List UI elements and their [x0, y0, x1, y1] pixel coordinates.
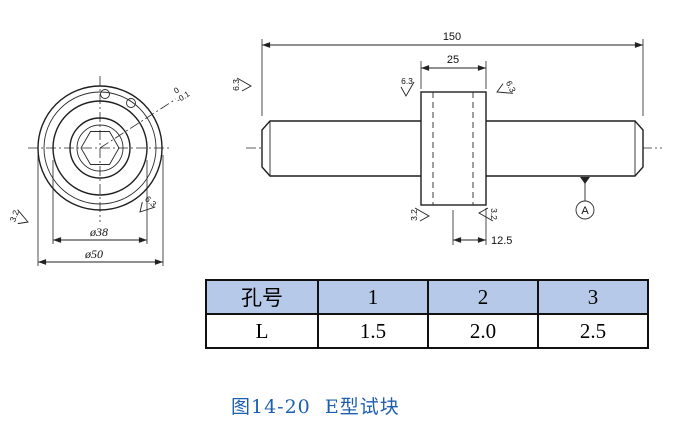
roughness-3-2-collar-right: 3.2	[478, 207, 499, 222]
datum-circle	[575, 200, 595, 220]
header-hole-number: 孔号	[205, 279, 319, 315]
datum-triangle	[580, 177, 590, 184]
table-header-row: 孔号 1 2 3	[205, 279, 649, 315]
header-col-2: 2	[427, 279, 539, 315]
value-L-2: 2.0	[427, 313, 539, 349]
dimension-150: 150	[261, 31, 644, 116]
roughness-6-3-shaft-left: 6.3	[231, 77, 252, 92]
collar	[420, 91, 487, 206]
dimension-12-5: 12.5	[452, 208, 512, 247]
roughness-value: 3.2	[409, 209, 419, 221]
tolerance-upper: 0	[172, 85, 181, 95]
roughness-value: 3.2	[8, 208, 22, 223]
roughness-value: 6.3	[401, 76, 413, 86]
hub-outer-circle	[69, 117, 131, 179]
dim-text-dia50: ø50	[84, 247, 103, 261]
dim-text-dia38: ø38	[89, 225, 108, 239]
leader-line-diagonal	[99, 98, 177, 149]
dim-text-25: 25	[447, 54, 459, 66]
dim-text-150: 150	[443, 31, 461, 43]
circle-d38	[52, 100, 148, 196]
dimension-dia50: ø50	[37, 155, 164, 266]
bolt-hole-1	[100, 89, 110, 99]
datum-symbol: A	[575, 177, 595, 220]
dim-text-12-5: 12.5	[491, 235, 512, 247]
row-label-L: L	[205, 313, 319, 349]
roughness-value: 6.3	[504, 79, 518, 94]
value-L-1: 1.5	[317, 313, 429, 349]
outer-circle-d50	[37, 85, 163, 211]
bolt-hole-2	[126, 98, 136, 108]
value-L-3: 2.5	[537, 313, 649, 349]
hub-inner-circle	[76, 124, 124, 172]
roughness-6-3-collar-left: 6.3	[400, 76, 415, 97]
header-col-3: 3	[537, 279, 649, 315]
center-hexagon	[80, 131, 120, 165]
dimension-dia38: ø38	[52, 160, 148, 244]
roughness-6-3-collar-right: 6.3	[496, 79, 518, 94]
roughness-3-2-front: 3.2	[8, 208, 29, 225]
front-view: 0 -0.1 ø38 ø50 3.2	[8, 76, 192, 266]
table-row: L 1.5 2.0 2.5	[205, 313, 649, 349]
roughness-value: 6.3	[231, 79, 241, 91]
circle-2	[43, 91, 157, 205]
hole-spec-table: 孔号 1 2 3 L 1.5 2.0 2.5	[205, 279, 649, 349]
figure-caption: 图14-20 E型试块	[231, 396, 400, 418]
roughness-value: 3.2	[489, 208, 499, 220]
roughness-6-3-front: 6.3	[139, 194, 159, 213]
dimension-25: 25	[420, 54, 487, 89]
side-view: 150 25 12.5 A	[231, 31, 662, 247]
datum-letter: A	[581, 205, 589, 217]
roughness-3-2-collar-left: 3.2	[409, 207, 430, 222]
header-col-1: 1	[317, 279, 429, 315]
roughness-value: 6.3	[143, 194, 159, 210]
